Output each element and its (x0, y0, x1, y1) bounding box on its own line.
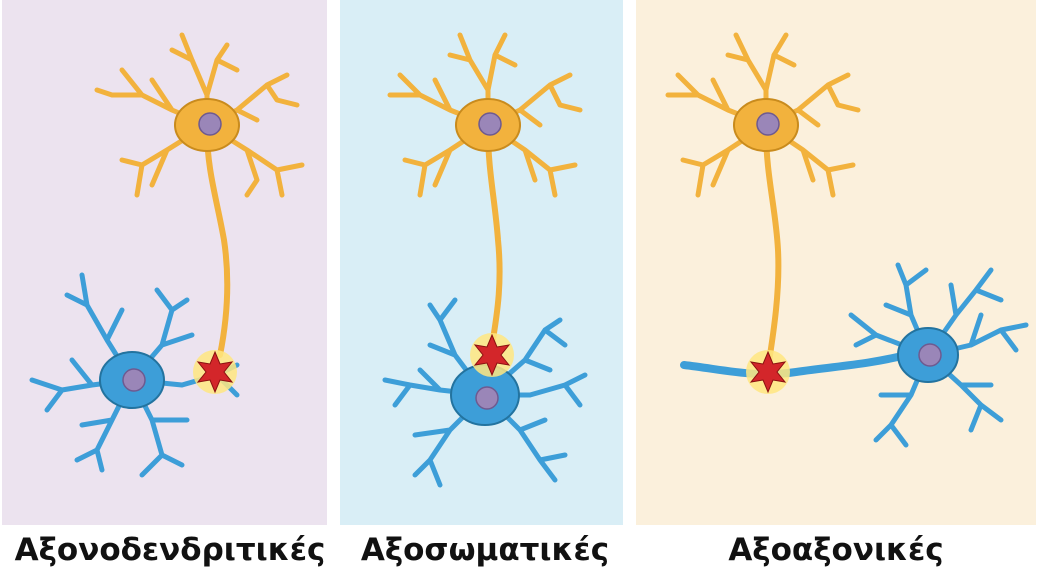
axosomatic-panel (340, 0, 623, 525)
axosomatic-diagram (340, 0, 623, 525)
nucleus (919, 344, 941, 366)
axoaxonic-panel (636, 0, 1036, 525)
axoaxonic-caption: Αξοαξονικές (636, 528, 1036, 572)
synapse-marker (746, 350, 790, 394)
axodendritic-panel (2, 0, 327, 525)
nucleus (479, 113, 501, 135)
nucleus (123, 369, 145, 391)
nucleus (476, 387, 498, 409)
synapse-marker (193, 350, 237, 394)
axoaxonic-diagram (636, 0, 1036, 525)
synapse-marker (470, 333, 514, 377)
axosomatic-caption: Αξοσωματικές (336, 528, 634, 572)
axodendritic-caption: Αξονοδενδριτικές (2, 528, 338, 572)
nucleus (199, 113, 221, 135)
axodendritic-diagram (2, 0, 327, 525)
nucleus (757, 113, 779, 135)
